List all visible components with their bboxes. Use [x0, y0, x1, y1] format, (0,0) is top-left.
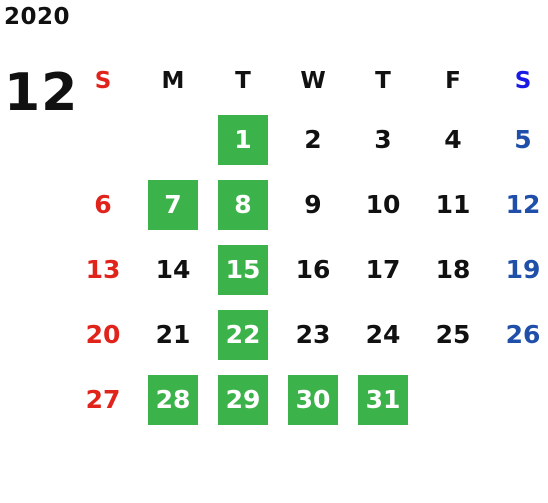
day-number: 25 — [435, 320, 471, 349]
day-cell: 8 — [208, 172, 278, 237]
weekday-header-thu: T — [375, 67, 391, 94]
day-cell: 31 — [348, 367, 418, 432]
day-number-highlighted: 15 — [218, 244, 268, 295]
day-number: 11 — [435, 190, 471, 219]
weekday-header-fri: F — [445, 67, 461, 94]
day-number: 27 — [85, 385, 121, 414]
day-cell: 13 — [68, 237, 138, 302]
empty-day-cell — [418, 367, 488, 432]
weekday-header-wed: W — [300, 67, 326, 94]
weekday-header-sat: S — [514, 67, 532, 94]
day-cell: 20 — [68, 302, 138, 367]
day-number-highlighted: 8 — [218, 179, 268, 230]
day-cell: 29 — [208, 367, 278, 432]
day-number-highlighted: 31 — [358, 374, 408, 425]
day-number: 23 — [295, 320, 331, 349]
day-number-highlighted: 7 — [148, 179, 198, 230]
day-cell: 5 — [488, 107, 548, 172]
day-cell: 25 — [418, 302, 488, 367]
day-number-highlighted: 30 — [288, 374, 338, 425]
day-cell: 30 — [278, 367, 348, 432]
day-cell: 23 — [278, 302, 348, 367]
day-cell: 12 — [488, 172, 548, 237]
day-number-highlighted: 22 — [218, 309, 268, 360]
weekday-header-mon: M — [161, 67, 185, 94]
day-cell: 9 — [278, 172, 348, 237]
day-number: 24 — [365, 320, 401, 349]
day-number: 5 — [514, 125, 532, 154]
day-number-highlighted: 29 — [218, 374, 268, 425]
day-number: 19 — [505, 255, 541, 284]
day-cell: 14 — [138, 237, 208, 302]
day-number: 21 — [155, 320, 191, 349]
day-number: 17 — [365, 255, 401, 284]
day-cell: 3 — [348, 107, 418, 172]
day-cell: 6 — [68, 172, 138, 237]
day-cell: 26 — [488, 302, 548, 367]
day-cell: 18 — [418, 237, 488, 302]
day-number: 20 — [85, 320, 121, 349]
day-cell: 17 — [348, 237, 418, 302]
day-number: 10 — [365, 190, 401, 219]
day-cell: 22 — [208, 302, 278, 367]
day-cell: 19 — [488, 237, 548, 302]
day-number: 9 — [304, 190, 322, 219]
day-number: 13 — [85, 255, 121, 284]
day-number: 14 — [155, 255, 191, 284]
day-cell: 11 — [418, 172, 488, 237]
empty-day-cell — [138, 107, 208, 172]
day-number: 6 — [94, 190, 112, 219]
day-number: 18 — [435, 255, 471, 284]
day-cell: 1 — [208, 107, 278, 172]
day-cell: 27 — [68, 367, 138, 432]
day-number-highlighted: 28 — [148, 374, 198, 425]
day-cell: 2 — [278, 107, 348, 172]
day-number: 26 — [505, 320, 541, 349]
empty-day-cell — [488, 367, 548, 432]
day-number: 12 — [505, 190, 541, 219]
day-number: 4 — [444, 125, 462, 154]
empty-day-cell — [68, 107, 138, 172]
weekday-header-sun: S — [94, 67, 112, 94]
day-cell: 16 — [278, 237, 348, 302]
month-number: 12 — [4, 63, 79, 123]
day-cell: 28 — [138, 367, 208, 432]
day-cell: 21 — [138, 302, 208, 367]
day-number: 2 — [304, 125, 322, 154]
day-number-highlighted: 1 — [218, 114, 268, 165]
day-number: 16 — [295, 255, 331, 284]
day-cell: 7 — [138, 172, 208, 237]
day-cell: 15 — [208, 237, 278, 302]
weekday-header-tue: T — [235, 67, 251, 94]
day-number: 3 — [374, 125, 392, 154]
day-cell: 24 — [348, 302, 418, 367]
day-cell: 4 — [418, 107, 488, 172]
year-label: 2020 — [4, 4, 71, 30]
day-cell: 10 — [348, 172, 418, 237]
